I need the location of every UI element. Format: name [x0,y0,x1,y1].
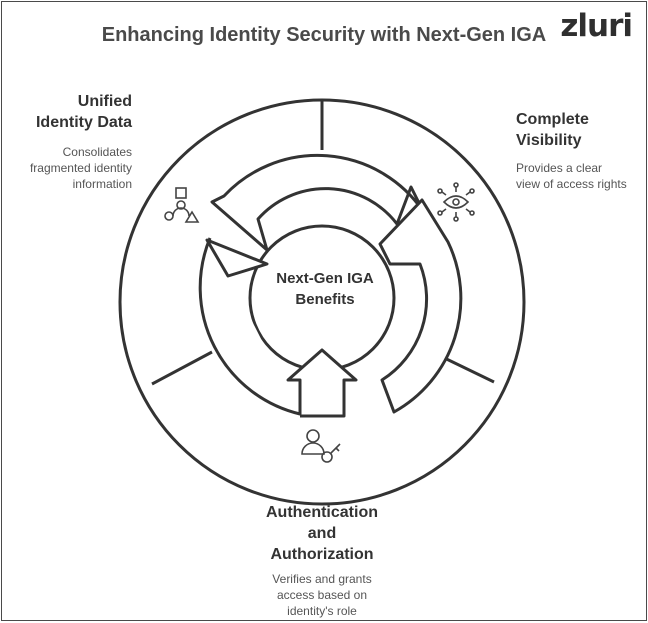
complete-visibility-label: Complete Visibility [516,109,636,151]
auth-label-line1: Authentication [266,504,378,521]
page-title: Enhancing Identity Security with Next-Ge… [101,24,547,46]
divider-left [151,350,213,386]
user-key-icon [301,429,341,463]
auth-label-line2: and [307,525,337,542]
complete-visibility-label-line2: Visibility [516,132,582,149]
complete-visibility-desc-line1: Provides a clear [516,161,603,175]
auth-desc: Verifies and grants access based on iden… [222,571,422,619]
unified-identity-desc-line2: fragmented identity [29,161,132,175]
arrow-right-arc [378,198,463,414]
unified-identity-label: Unified Identity Data [0,91,132,133]
hub-label-line1: Next-Gen IGA [276,270,374,287]
eye-network-icon [437,182,475,222]
arrow-bottom [198,237,358,418]
unified-identity-desc: Consolidates fragmented identity informa… [0,144,132,192]
zluri-logo: zluri [560,8,633,44]
hub-label: Next-Gen IGA Benefits [242,268,408,310]
unified-identity-desc-line3: information [72,177,132,191]
unified-identity-desc-line1: Consolidates [62,145,132,159]
auth-desc-line2: access based on [276,588,368,602]
arrow-top-arc [210,154,425,252]
unified-identity-label-line1: Unified [77,93,132,110]
auth-desc-line3: identity's role [287,604,357,618]
arrow-left-head [205,238,269,278]
unified-identity-label-line2: Identity Data [35,114,132,131]
hub-label-line2: Benefits [295,291,355,308]
complete-visibility-label-line1: Complete [516,111,589,128]
auth-desc-line1: Verifies and grants [272,572,372,586]
complete-visibility-desc: Provides a clear view of access rights [516,160,641,192]
complete-visibility-desc-line2: view of access rights [516,177,627,191]
auth-label: Authentication and Authorization [222,502,422,565]
auth-label-line3: Authorization [270,546,374,563]
people-shapes-icon [164,187,200,223]
